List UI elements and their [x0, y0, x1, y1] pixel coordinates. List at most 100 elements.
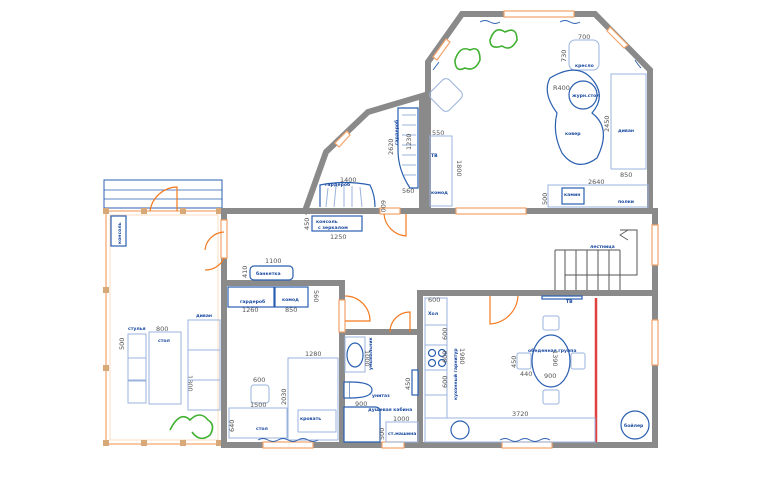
toilet	[343, 381, 351, 399]
dimension-label: 1000	[363, 350, 371, 367]
coffee-table	[568, 80, 598, 110]
furniture-label: диван	[196, 314, 212, 319]
veranda: консоль стулья 500 800 стол 1800 диван	[103, 179, 223, 446]
plant-icon	[169, 414, 214, 440]
furniture-label: стол	[158, 339, 170, 344]
furniture-label: консоль	[118, 222, 123, 244]
veranda-sofa	[187, 319, 221, 411]
furniture-label: умывальник	[369, 336, 374, 370]
dimension-label: 410	[241, 266, 249, 278]
dimension-label: 500	[118, 338, 126, 350]
hall: консоль с зеркалом 1250 450 банкетка 110…	[241, 215, 638, 290]
furniture-label: лестница	[590, 245, 615, 250]
dimension-label: 850	[620, 171, 632, 179]
furniture-label: ТВ	[431, 153, 438, 159]
dimension-label: 600	[253, 376, 265, 384]
furniture-label: журн.стол	[572, 94, 600, 99]
dimension-label: 1980	[458, 348, 466, 365]
dimension-label: 600	[379, 200, 387, 212]
bed	[287, 357, 339, 441]
dimension-label: 2450	[603, 115, 611, 132]
dimension-label: 1250	[330, 233, 347, 241]
wardrobe-stair	[397, 107, 419, 189]
dimension-label: 730	[560, 50, 568, 62]
furniture-label: кухонный гарнитур	[452, 348, 459, 400]
bedroom: гардероб 1260 комод 850 560 кровать 1280…	[227, 286, 339, 442]
veranda-door	[149, 186, 178, 212]
furniture-label: ТВ	[566, 299, 573, 305]
dimension-label: 700	[578, 33, 590, 41]
dimension-label: 2640	[588, 178, 605, 186]
dimension-label: 560	[312, 290, 320, 302]
dimension-label: 600	[441, 376, 449, 388]
dimension-label: 600	[441, 351, 449, 363]
furniture-label: банкетка	[256, 270, 281, 277]
bedroom-dresser	[274, 286, 309, 308]
veranda-steps	[103, 179, 223, 209]
dimension-label: 1390	[551, 350, 559, 367]
dimension-label: 500	[378, 428, 386, 440]
dimension-label: 900	[544, 372, 556, 380]
dining-table	[531, 334, 571, 388]
doors	[204, 213, 519, 333]
bathroom: умывальник 1000 унитаз 900 душевая кабин…	[343, 336, 419, 443]
dimension-label: 450	[510, 356, 518, 368]
dimension-label: 1230	[405, 133, 413, 150]
kitchen-tv	[541, 295, 583, 300]
dimension-label: 1100	[265, 257, 282, 265]
dimension-label: 600	[441, 328, 449, 340]
dimension-label: 640	[228, 420, 236, 432]
bedroom-wardrobe	[227, 286, 275, 308]
washing-machine	[385, 421, 419, 443]
furniture-label: душевая кабина	[368, 406, 412, 413]
furniture-label: кровать	[300, 417, 321, 422]
dimension-label: R400	[553, 84, 570, 92]
furniture-label: бойлер	[624, 422, 644, 429]
furniture-label: комод	[431, 191, 448, 196]
furniture-label: комод	[282, 298, 299, 303]
boiler	[620, 410, 650, 440]
console-mirror	[311, 215, 363, 232]
furniture-label: кресло	[575, 64, 594, 69]
dimension-label: 1500	[250, 401, 267, 409]
armchair-2	[429, 78, 463, 112]
furniture-label: ст.машина	[388, 432, 416, 437]
dimension-label: 450	[303, 218, 311, 230]
dimension-label: 1400	[340, 176, 357, 184]
desk-chair	[250, 384, 270, 404]
shower	[343, 406, 381, 443]
dimension-label: 1260	[242, 306, 259, 314]
furniture-label: камин	[564, 193, 580, 198]
fireplace	[561, 187, 585, 205]
bench	[249, 265, 294, 281]
dimension-label: 2030	[280, 388, 288, 405]
furniture-label: обеденная группа	[528, 347, 576, 354]
furniture-label: ковер	[565, 132, 581, 137]
dresser	[429, 135, 453, 207]
dimension-label: 1000	[393, 415, 410, 423]
furniture-label: гардероб	[325, 181, 351, 188]
dimension-label: 450	[404, 378, 412, 390]
dimension-label: 500	[541, 193, 549, 205]
living-sofa	[610, 73, 647, 170]
furniture-label: стулья	[128, 327, 146, 332]
stairs	[554, 229, 638, 290]
furniture-label: стол	[256, 427, 268, 432]
dimension-label: 3720	[512, 410, 529, 418]
stair-hall: гардероб 2620 1230 560 гардероб 1400 600	[319, 107, 419, 212]
kitchen: 600 Хол 600 600 600 кухонный гарнитур 19…	[424, 295, 650, 443]
dimension-label: 1800	[186, 375, 194, 392]
plant-icon	[454, 29, 518, 71]
living-room: 700 730 кресло ковер журн.стол R400 дива…	[429, 20, 649, 208]
furniture-label: диван	[618, 129, 634, 134]
dimension-label: 2620	[387, 138, 395, 155]
furniture-label: гардероб	[393, 119, 400, 145]
dimension-label: 600	[428, 296, 440, 304]
furniture-label: полки	[618, 200, 634, 205]
windows	[220, 10, 659, 449]
furniture-label: консоль	[316, 220, 338, 225]
dimension-label: 550	[432, 129, 444, 137]
dimension-label: 1280	[305, 350, 322, 358]
furniture-label: с зеркалом	[318, 226, 348, 231]
